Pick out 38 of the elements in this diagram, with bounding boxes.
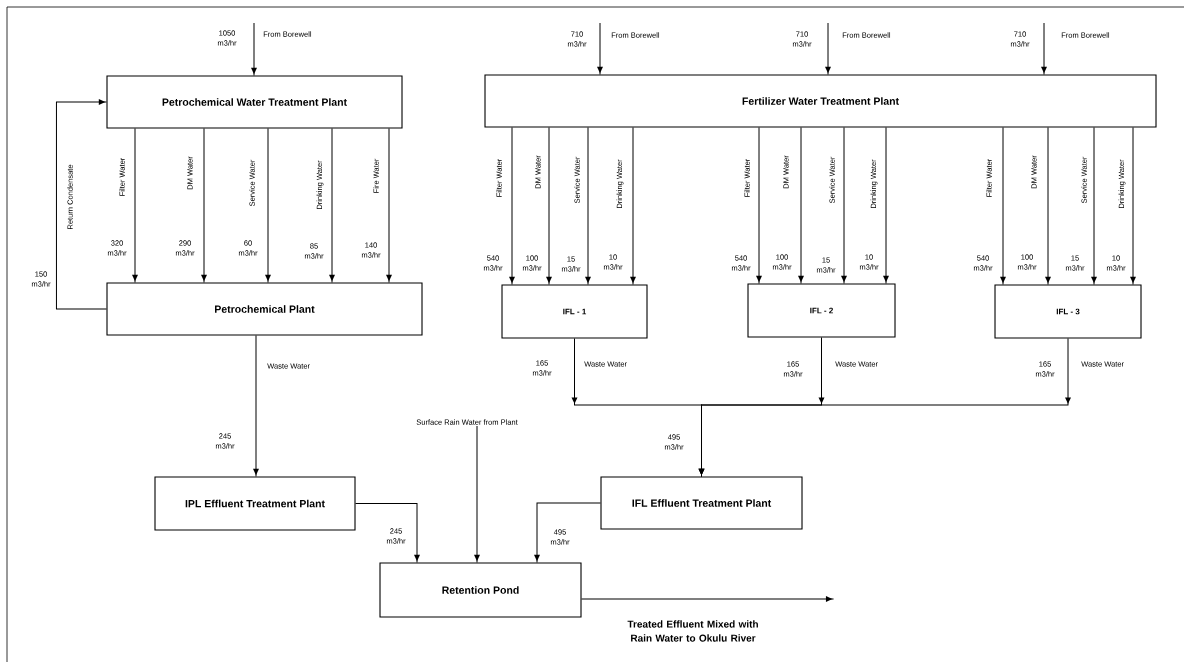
flow-arrow: [386, 128, 392, 283]
flow-arrow: [1041, 22, 1047, 75]
flow-arrow: [546, 127, 552, 285]
flow-arrow: [132, 128, 138, 283]
flow-arrow: [265, 128, 271, 283]
process-box: Fertilizer Water Treatment Plant: [484, 74, 1157, 128]
flow-arrow: [253, 335, 259, 477]
flow-arrow: [534, 502, 601, 563]
flow-arrow: [756, 127, 762, 284]
process-box: IFL - 3: [994, 284, 1142, 339]
flow-arrow: [630, 127, 636, 285]
flow-arrow: [251, 22, 257, 76]
edge-label: Treated Effluent Mixed with Rain Water to Okulu River: [627, 620, 758, 642]
process-box: Retention Pond: [379, 562, 582, 618]
flow-arrow: [474, 425, 480, 563]
flow-arrow: [1130, 127, 1136, 285]
process-box: Petrochemical Plant: [106, 282, 423, 336]
flow-arrow: [1000, 127, 1006, 285]
flow-arrow: [825, 22, 831, 75]
flow-arrow: [581, 596, 835, 602]
flow-arrow: [1045, 127, 1051, 285]
process-box: IPL Effluent Treatment Plant: [154, 476, 356, 531]
flow-arrow: [841, 127, 847, 284]
flow-arrow: [201, 128, 207, 283]
flow-arrow: [355, 503, 420, 563]
flow-arrow: [883, 127, 889, 284]
process-box: Petrochemical Water Treatment Plant: [106, 75, 403, 129]
flow-arrow: [798, 127, 804, 284]
flow-arrow: [329, 128, 335, 283]
process-box: IFL Effluent Treatment Plant: [600, 476, 803, 530]
flow-arrow: [698, 338, 1071, 477]
flow-arrow: [597, 22, 603, 75]
flow-arrow: [509, 127, 515, 285]
process-box: IFL - 1: [501, 284, 648, 339]
flow-arrow: [55, 99, 107, 310]
process-box: IFL - 2: [747, 283, 896, 338]
flow-arrow: [1091, 127, 1097, 285]
flow-arrow: [585, 127, 591, 285]
